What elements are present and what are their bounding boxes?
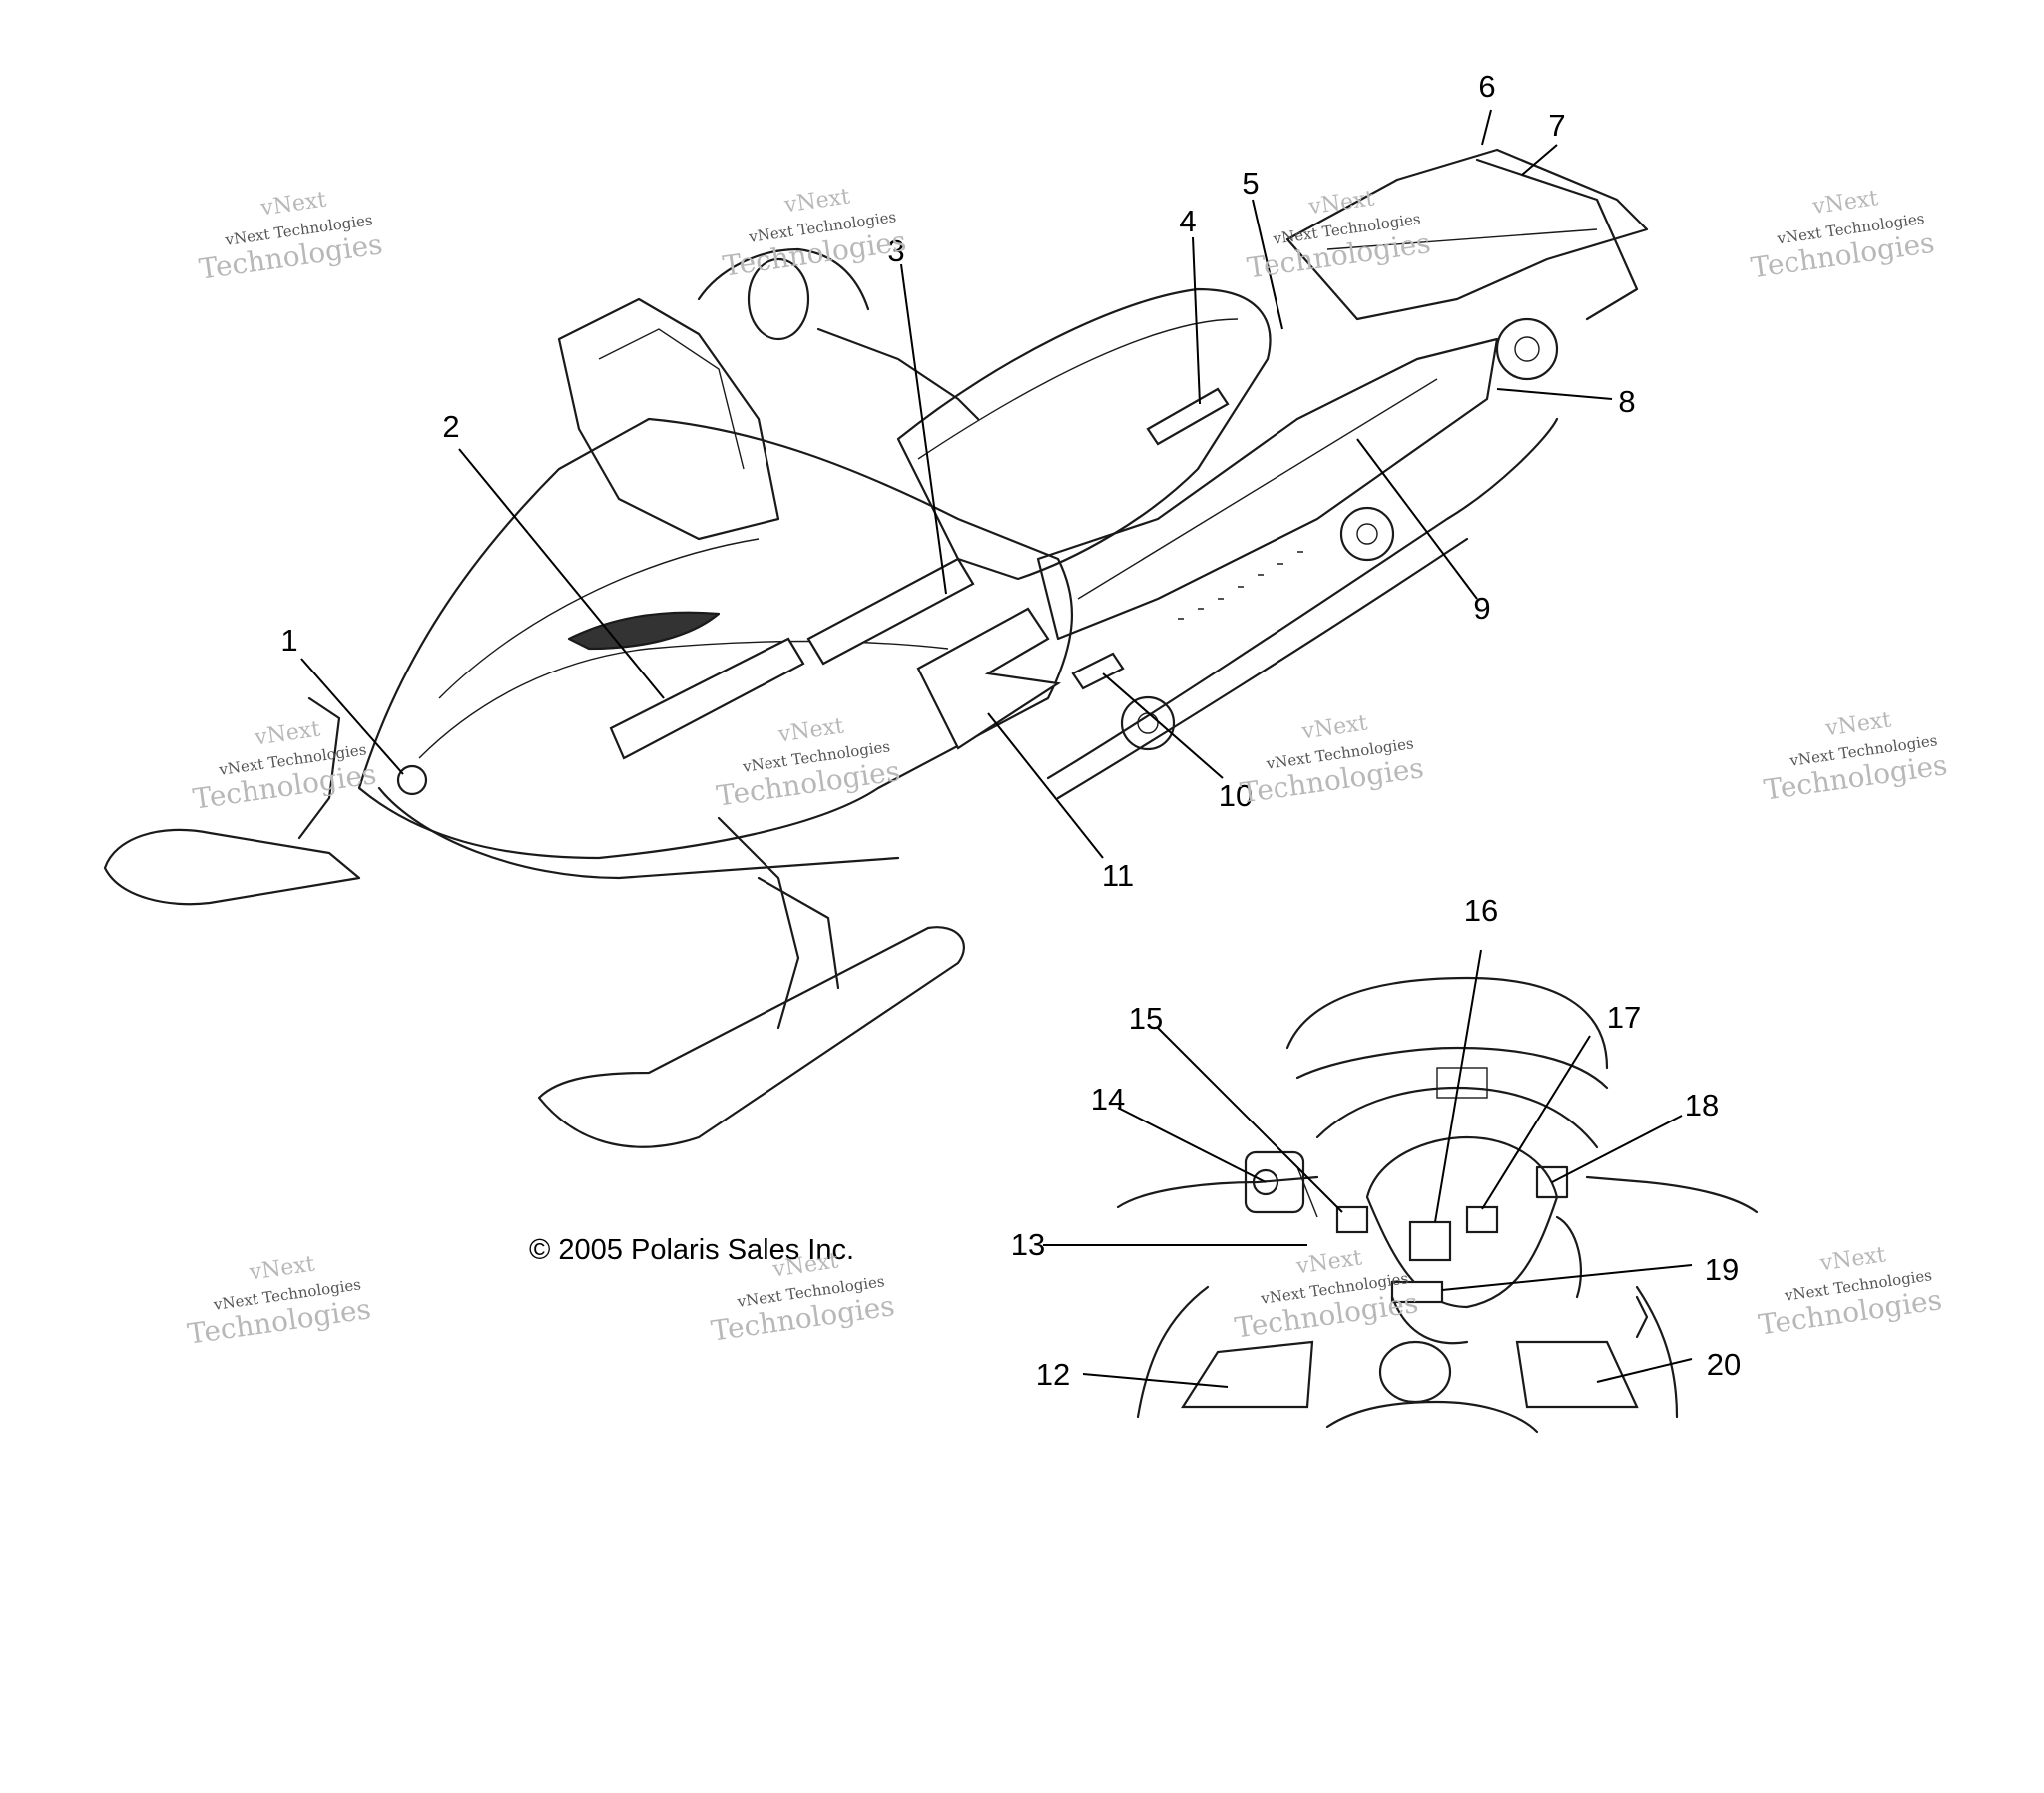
callout-2: 2 <box>442 409 459 444</box>
callout-15: 15 <box>1129 1001 1163 1036</box>
callout-1: 1 <box>280 623 297 658</box>
callout-16: 16 <box>1464 893 1498 928</box>
svg-text:vNext: vNext <box>1306 186 1376 220</box>
callout-14: 14 <box>1091 1082 1125 1117</box>
callout-5: 5 <box>1242 166 1259 201</box>
svg-text:vNext: vNext <box>1823 707 1893 741</box>
snowmobile-illustration <box>103 148 1649 1148</box>
leader-lines <box>300 109 1693 1388</box>
svg-text:vNext: vNext <box>253 717 322 751</box>
callout-11: 11 <box>1102 858 1134 893</box>
svg-text:vNext: vNext <box>782 184 852 218</box>
svg-text:vNext: vNext <box>247 1252 316 1286</box>
watermarks: vNext vNext Technologies Technologies vN… <box>186 184 1950 1350</box>
callout-9: 9 <box>1473 591 1490 626</box>
callout-17: 17 <box>1607 1000 1641 1035</box>
callout-6: 6 <box>1478 69 1495 104</box>
svg-text:vNext: vNext <box>1294 1245 1364 1279</box>
svg-text:vNext: vNext <box>1817 1242 1887 1276</box>
callout-10: 10 <box>1219 778 1253 813</box>
callout-19: 19 <box>1705 1252 1739 1287</box>
callout-8: 8 <box>1618 384 1635 419</box>
svg-text:vNext: vNext <box>258 188 328 222</box>
svg-text:vNext: vNext <box>1810 186 1880 220</box>
callout-3: 3 <box>887 233 904 268</box>
callout-numbers: 1 2 3 4 5 6 7 8 9 10 11 12 13 14 15 16 1… <box>280 69 1741 1392</box>
svg-text:vNext: vNext <box>775 714 845 748</box>
callout-12: 12 <box>1036 1357 1070 1392</box>
svg-text:vNext: vNext <box>1299 710 1369 744</box>
callout-18: 18 <box>1685 1088 1719 1122</box>
callout-20: 20 <box>1707 1347 1741 1382</box>
callout-7: 7 <box>1548 108 1565 143</box>
callout-4: 4 <box>1179 204 1196 238</box>
copyright-text: © 2005 Polaris Sales Inc. <box>529 1234 854 1266</box>
callout-13: 13 <box>1011 1227 1045 1262</box>
